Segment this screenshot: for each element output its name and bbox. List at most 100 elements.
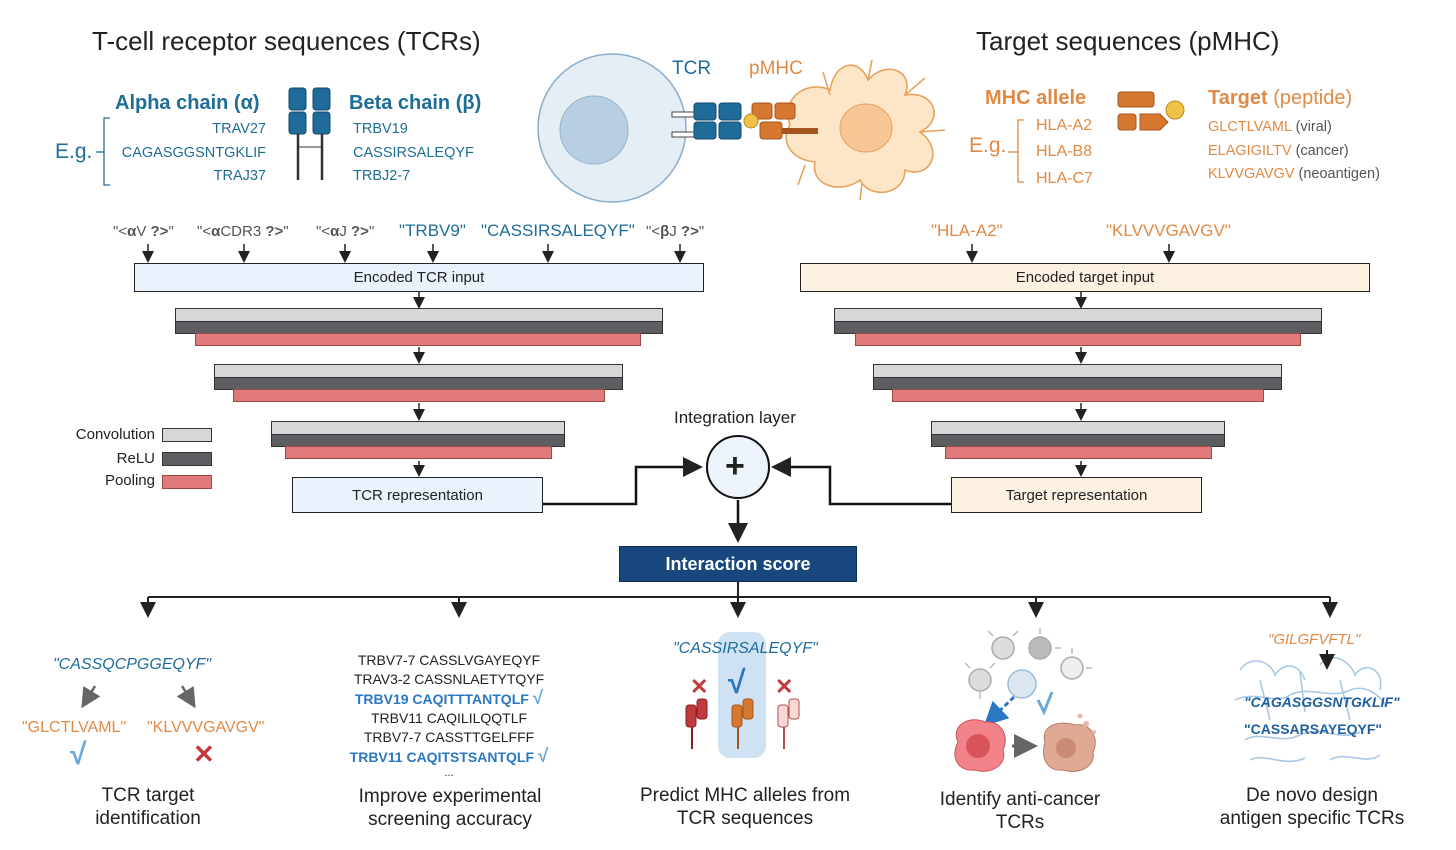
target-conv-1 xyxy=(834,308,1322,322)
beta-v-gene: TRBV19 xyxy=(353,121,408,137)
app3-title: Predict MHC alleles from TCR sequences xyxy=(620,784,870,830)
app4-title: Identify anti-cancer TCRs xyxy=(915,788,1125,834)
screen-line-5: TRBV7-7 CASSTTGELFFF xyxy=(363,729,535,745)
screen-check-icon: √ xyxy=(532,688,544,709)
screen-line-ellipsis: ... xyxy=(444,767,454,779)
app1-check-icon: √ xyxy=(70,738,87,771)
tcr-input-alpha-v: "<αV ?>" xyxy=(113,223,174,240)
mhc-allele-title: MHC allele xyxy=(985,87,1087,109)
tcr-input-alpha-cdr3: "<αCDR3 ?>" xyxy=(197,223,289,240)
screen-line-4: TRBV11 CAQILILQQTLF xyxy=(370,710,528,726)
tcr-input-cdr3b: "CASSIRSALEQYF" xyxy=(481,221,635,240)
app2-screening-list: TRBV7-7 CASSLVGAYEQYF TRAV3-2 CASSNLAETY… xyxy=(329,651,569,779)
legend-relu-label: ReLU xyxy=(116,450,155,467)
target-pool-1 xyxy=(855,333,1301,346)
peptide-1-seq: GLCTLVAML xyxy=(1208,119,1292,135)
peptide-2: ELAGIGILTV (cancer) xyxy=(1208,143,1349,159)
app3-title-line1: Predict MHC alleles from xyxy=(639,785,851,806)
integration-arrows xyxy=(543,457,951,543)
alpha-j-gene: TRAJ37 xyxy=(213,168,266,184)
app3-cross-left-icon: ✕ xyxy=(690,674,709,699)
interaction-score: Interaction score xyxy=(619,546,857,582)
target-section-title: Target sequences (pMHC) xyxy=(976,26,1280,56)
app3-cross-right-icon: ✕ xyxy=(775,674,794,699)
target-representation: Target representation xyxy=(951,477,1202,513)
app5-title-line2: antigen specific TCRs xyxy=(1219,808,1405,829)
tcr-pool-1 xyxy=(195,333,641,346)
app3-mhc-icons xyxy=(685,698,800,749)
app5-designed-alpha: "CAGASGGSNTGKLIF" xyxy=(1244,694,1400,710)
tcr-label: TCR xyxy=(672,58,712,79)
target-title-text: Target xyxy=(1208,87,1268,109)
app1-query-tcr: "CASSQCPGGEQYF" xyxy=(53,656,212,673)
app3-check-icon: √ xyxy=(728,664,746,700)
app2-title: Improve experimental screening accuracy xyxy=(330,785,570,831)
app5-target-peptide: "GILGFVFTL" xyxy=(1268,631,1361,648)
screen-check-icon: √ xyxy=(537,746,549,767)
app1-target-1: "GLCTLVAML" xyxy=(22,719,127,736)
mhc-brace xyxy=(1008,119,1024,183)
app2-title-line1: Improve experimental xyxy=(358,786,542,807)
alpha-cdr3: CAGASGGSNTGKLIF xyxy=(121,145,266,161)
target-input-peptide: "KLVVVGAVGV" xyxy=(1106,221,1231,240)
peptide-2-note: (cancer) xyxy=(1295,143,1349,159)
encoded-tcr-input: Encoded TCR input xyxy=(134,263,704,292)
tcr-conv-1 xyxy=(175,308,663,322)
tcr-representation: TCR representation xyxy=(292,477,543,513)
target-input-allele: "HLA-A2" xyxy=(931,221,1003,240)
legend-convolution-label: Convolution xyxy=(75,426,155,443)
application-arrows xyxy=(140,582,1338,618)
app1-title-line2: identification xyxy=(95,808,201,829)
allele-3: HLA-C7 xyxy=(1036,170,1093,187)
pmhc-label: pMHC xyxy=(749,58,803,79)
peptide-3: KLVVGAVGV (neoantigen) xyxy=(1208,166,1380,182)
app5-designed-beta: "CASSARSAYEQYF" xyxy=(1244,721,1383,737)
app1-arrows xyxy=(81,685,196,709)
integration-layer-label: Integration layer xyxy=(674,408,796,427)
tcr-pool-2 xyxy=(233,389,605,402)
tcr-input-alpha-j: "<αJ ?>" xyxy=(316,223,375,240)
encoded-target-input: Encoded target input xyxy=(800,263,1370,292)
beta-cdr3: CASSIRSALEQYF xyxy=(353,145,474,161)
tcr-input-beta-j: "<βJ ?>" xyxy=(646,223,705,240)
app2-title-line2: screening accuracy xyxy=(368,809,532,830)
app1-cross-icon: ✕ xyxy=(193,739,215,769)
network-arrows xyxy=(413,292,1087,477)
target-title-suffix: (peptide) xyxy=(1273,87,1353,109)
app3-title-line2: TCR sequences xyxy=(676,808,814,829)
peptide-2-seq: ELAGIGILTV xyxy=(1208,143,1292,159)
alpha-brace xyxy=(96,117,110,186)
allele-1: HLA-A2 xyxy=(1036,117,1093,134)
screen-line-2: TRAV3-2 CASSNLAETYTQYF xyxy=(353,671,545,687)
app3-query-tcr: "CASSIRSALEQYF" xyxy=(673,640,818,657)
app1-title-line1: TCR target xyxy=(101,785,195,806)
screen-line-6-hit: TRBV11 CAQITSTSANTQLF √ xyxy=(349,746,549,767)
app4-title-line2: TCRs xyxy=(995,812,1045,833)
apc-cell-icon xyxy=(743,59,946,201)
app5-title: De novo design antigen specific TCRs xyxy=(1206,784,1418,830)
legend-pooling-swatch xyxy=(162,475,212,489)
target-peptide-title: Target (peptide) xyxy=(1208,87,1352,110)
screen-line-3-hit: TRBV19 CAQITTTANTQLF √ xyxy=(354,688,544,709)
plus-icon: + xyxy=(725,447,745,485)
legend-relu-swatch xyxy=(162,452,212,466)
tcr-conv-3 xyxy=(271,421,565,435)
tcr-input-trbv: "TRBV9" xyxy=(399,221,466,240)
beta-j-gene: TRBJ2-7 xyxy=(353,168,411,184)
peptide-1-note: (viral) xyxy=(1295,119,1332,135)
tcr-pool-3 xyxy=(285,446,552,459)
tcr-conv-2 xyxy=(214,364,623,378)
target-pool-3 xyxy=(945,446,1212,459)
peptide-3-seq: KLVVGAVGV xyxy=(1208,166,1295,182)
tcr-eg-label: E.g. xyxy=(55,140,93,163)
screen-line-1: TRBV7-7 CASSLVGAYEQYF xyxy=(357,652,541,668)
peptide-3-note: (neoantigen) xyxy=(1298,166,1380,182)
allele-2: HLA-B8 xyxy=(1036,143,1093,160)
tcr-input-arrows xyxy=(142,244,686,263)
target-input-arrows xyxy=(966,244,1175,263)
tcr-protein-icon xyxy=(288,87,331,180)
peptide-1: GLCTLVAML (viral) xyxy=(1208,119,1332,135)
target-pool-2 xyxy=(892,389,1264,402)
app3-highlight xyxy=(718,632,766,758)
